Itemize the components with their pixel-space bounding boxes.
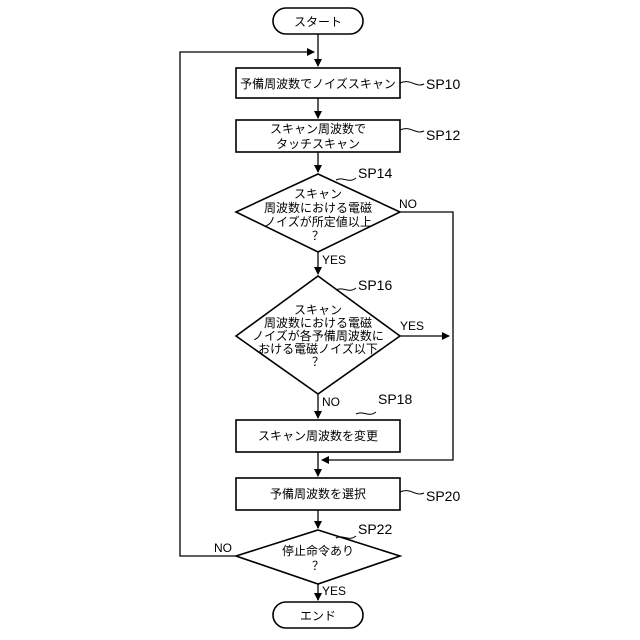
sp16-yes-label: YES [400,319,424,333]
sp10-label: SP10 [426,76,460,92]
sp16-label: SP16 [358,277,392,293]
sp10-leader [400,82,424,85]
sp20-text: 予備周波数を選択 [270,486,366,501]
sp14-leader [336,178,356,180]
sp14-no-label: NO [399,197,417,211]
sp12-label: SP12 [426,127,460,143]
sp14-text-line1: スキャン [294,187,342,201]
end-text: エンド [300,609,336,623]
sp16-text-line2: 周波数における電磁 [264,315,372,330]
sp16-text-line5: ？ [312,355,324,369]
sp16-text-line4: おける電磁ノイズ以下 [258,341,378,356]
sp14-yes-label: YES [322,253,346,267]
sp18-text: スキャン周波数を変更 [258,428,378,443]
sp22-label: SP22 [358,521,392,537]
sp14-text-line2: 周波数における電磁 [264,200,372,215]
sp22-no-label: NO [214,541,232,555]
sp14-text-line4: ？ [312,229,324,243]
start-text: スタート [294,15,342,29]
sp22-text-line1: 停止命令あり [282,543,354,558]
sp12-leader [400,129,424,132]
sp22-yes-label: YES [322,584,346,598]
sp10-text: 予備周波数でノイズスキャン [240,76,396,91]
sp12-text-line2: タッチスキャン [276,137,360,151]
sp18-leader [356,412,376,414]
sp20-leader [400,491,424,494]
sp16-text-line3: ノイズが各予備周波数に [252,328,384,343]
sp16-no-label: NO [322,395,340,409]
sp14-text-line3: ノイズが所定値以上 [264,214,372,229]
sp14-label: SP14 [358,165,392,181]
sp16-leader [336,288,356,290]
sp16-text-line1: スキャン [294,303,342,317]
sp18-label: SP18 [378,391,412,407]
sp12-text-line1: スキャン周波数で [270,121,366,136]
sp20-label: SP20 [426,488,460,504]
sp22-text-line2: ？ [312,559,324,573]
